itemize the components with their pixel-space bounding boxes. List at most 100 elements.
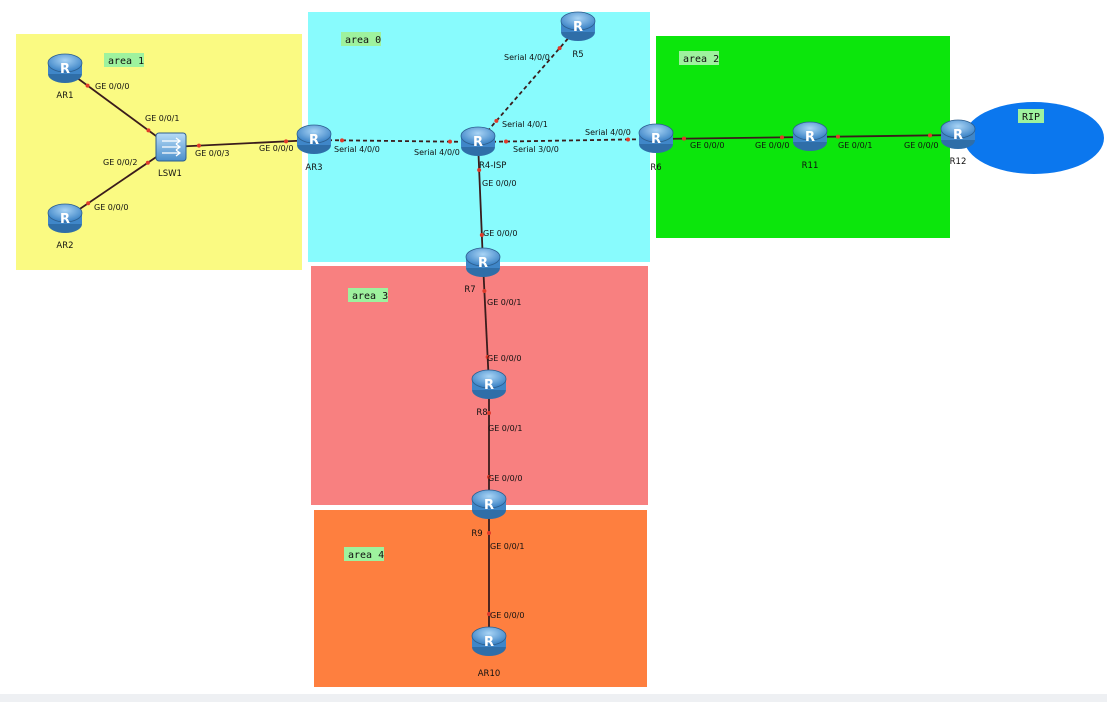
device-label-r6: R6 <box>650 163 661 173</box>
router-r-glyph: R <box>60 62 70 77</box>
router-ar1[interactable]: R <box>47 53 83 83</box>
link-endpoint-dot <box>928 133 933 138</box>
link-endpoint-dot <box>479 233 484 238</box>
router-icon <box>460 126 496 146</box>
device-label-r5: R5 <box>572 50 583 60</box>
router-r7[interactable]: R <box>465 247 501 277</box>
link-endpoint-dot <box>482 288 487 293</box>
rip-region <box>964 102 1104 174</box>
area-label-area3: area 3 <box>352 291 388 302</box>
router-r4[interactable]: R <box>460 126 496 156</box>
router-icon <box>296 124 332 144</box>
port-label: Serial 4/0/1 <box>502 120 548 129</box>
router-r6[interactable]: R <box>638 123 674 153</box>
router-ar2[interactable]: R <box>47 203 83 233</box>
link-endpoint-dot <box>339 138 344 143</box>
links-layer <box>64 26 959 642</box>
link-r11-r12 <box>809 134 959 138</box>
rip-label: RIP <box>1022 112 1040 123</box>
link-endpoint-dot <box>494 118 499 123</box>
area-tag-area1: area 1 <box>104 53 144 67</box>
link-r7-r8 <box>482 262 490 386</box>
area-tag-area3: area 3 <box>348 288 388 302</box>
port-label: GE 0/0/0 <box>690 141 724 150</box>
switch-arrow-glyph <box>162 143 182 151</box>
link-endpoint-dot <box>681 136 686 141</box>
port-labels-layer: GE 0/0/0GE 0/0/1GE 0/0/0GE 0/0/2GE 0/0/3… <box>94 53 938 620</box>
device-label-r8: R8 <box>476 408 487 418</box>
area-tag-area4: area 4 <box>344 547 384 561</box>
router-r-glyph: R <box>484 635 494 650</box>
router-icon <box>471 626 507 646</box>
device-label-r9: R9 <box>471 529 482 539</box>
link-endpoint-dot <box>477 167 482 172</box>
link-endpoint-dot <box>487 612 491 616</box>
port-label: GE 0/0/1 <box>490 542 524 551</box>
device-label-ar1: AR1 <box>56 91 73 101</box>
bottom-bar <box>0 694 1107 702</box>
router-icon <box>465 247 501 267</box>
port-label: GE 0/0/0 <box>755 141 789 150</box>
router-icon <box>792 121 828 141</box>
switch-arrow-glyph <box>162 149 182 157</box>
port-label: Serial 4/0/0 <box>504 53 550 62</box>
link-r4-r7 <box>477 141 484 264</box>
link-endpoint-dot <box>86 201 91 206</box>
switch-arrow-glyph <box>162 137 182 145</box>
device-label-ar10: AR10 <box>478 669 501 679</box>
port-label: GE 0/0/0 <box>482 179 516 188</box>
area-label-area2: area 2 <box>683 54 719 65</box>
router-r-glyph: R <box>309 133 319 148</box>
router-icon <box>560 11 596 31</box>
router-r11[interactable]: R <box>792 121 828 151</box>
rip-tag: RIP <box>1018 109 1044 123</box>
router-r-glyph: R <box>60 212 70 227</box>
port-label: Serial 4/0/0 <box>585 128 631 137</box>
switch-lsw1[interactable] <box>155 132 187 162</box>
router-icon <box>940 119 976 139</box>
port-label: Serial 4/0/0 <box>334 145 380 154</box>
router-ar3[interactable]: R <box>296 124 332 154</box>
link-endpoint-dot <box>503 139 508 144</box>
port-label: GE 0/0/1 <box>488 424 522 433</box>
link-endpoint-dot <box>487 531 491 535</box>
router-r-glyph: R <box>805 130 815 145</box>
port-label: GE 0/0/0 <box>94 203 128 212</box>
router-r-glyph: R <box>573 20 583 35</box>
port-label: GE 0/0/2 <box>103 158 137 167</box>
router-r8[interactable]: R <box>471 369 507 399</box>
link-endpoint-dot <box>196 143 201 148</box>
port-label: GE 0/0/1 <box>145 114 179 123</box>
router-r9[interactable]: R <box>471 489 507 519</box>
router-r-glyph: R <box>478 256 488 271</box>
link-ar2-lsw1 <box>64 146 172 220</box>
router-r5[interactable]: R <box>560 11 596 41</box>
router-icon <box>471 489 507 509</box>
device-label-r12: R12 <box>950 157 967 167</box>
router-r12[interactable]: R <box>940 119 976 149</box>
link-endpoint-dot <box>487 475 491 479</box>
area-label-area1: area 1 <box>108 56 144 67</box>
link-endpoint-dot <box>557 46 562 51</box>
router-icon <box>47 203 83 223</box>
link-endpoint-dot <box>626 137 631 142</box>
link-endpoint-dot <box>284 139 289 144</box>
area-tag-area0: area 0 <box>341 32 381 46</box>
link-endpoint-dot <box>146 128 151 133</box>
device-label-ar3: AR3 <box>305 163 322 173</box>
port-label: Serial 4/0/0 <box>414 148 460 157</box>
devices-layer: RAR1RAR2LSW1RAR3RR4-ISPRR5RR6RR11RR12RR7… <box>47 11 976 679</box>
link-endpoint-dot <box>487 411 491 415</box>
router-ar10[interactable]: R <box>471 626 507 656</box>
device-label-r4: R4-ISP <box>479 161 506 171</box>
area-tag-area2: area 2 <box>679 51 719 65</box>
link-r4-r5 <box>477 26 579 143</box>
link-endpoint-dot <box>780 135 785 140</box>
port-label: GE 0/0/0 <box>95 82 129 91</box>
link-endpoint-dot <box>485 355 490 360</box>
port-label: Serial 3/0/0 <box>513 145 559 154</box>
port-label: GE 0/0/0 <box>490 611 524 620</box>
port-label: GE 0/0/1 <box>487 298 521 307</box>
router-r-glyph: R <box>473 135 483 150</box>
